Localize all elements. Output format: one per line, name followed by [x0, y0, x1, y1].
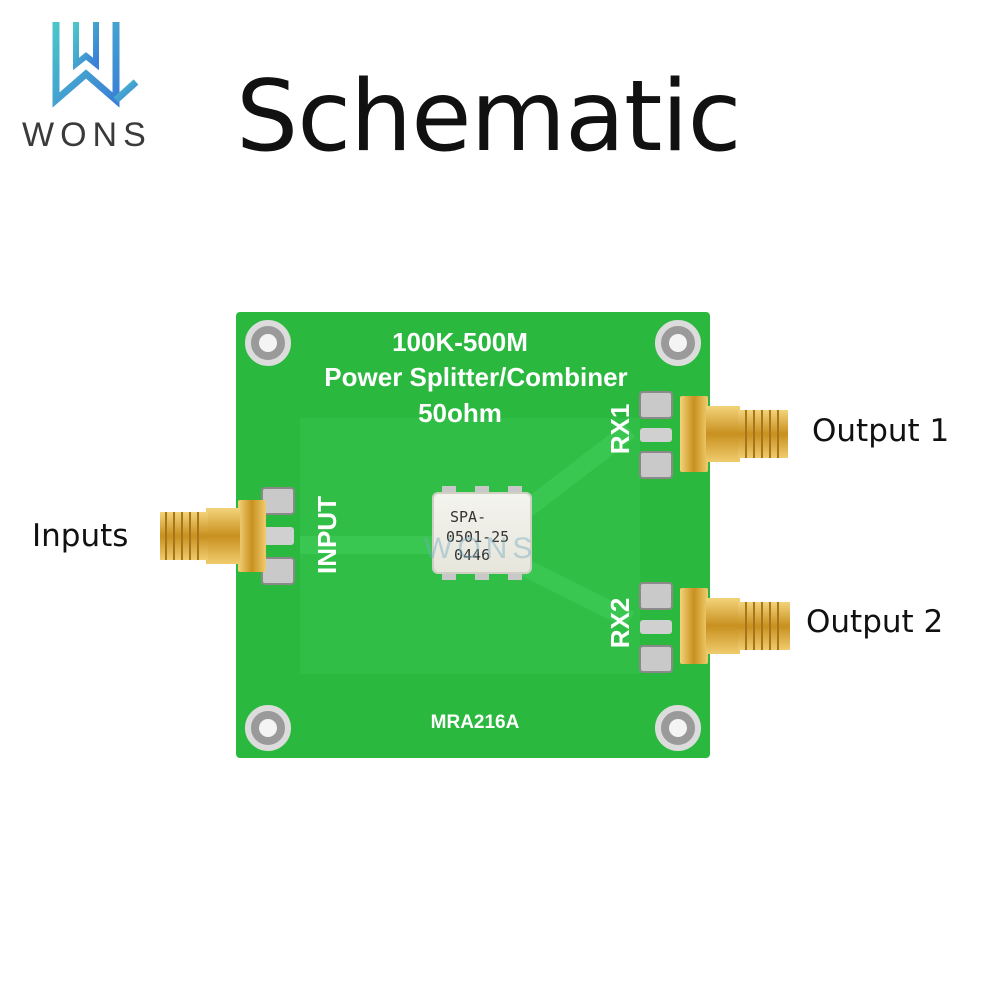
- logo-text: WONS: [22, 116, 152, 154]
- output-2-label: Output 2: [806, 604, 944, 640]
- inputs-label: Inputs: [32, 518, 129, 554]
- output-1-label: Output 1: [812, 413, 950, 449]
- watermark: WONS: [424, 532, 538, 565]
- chip-marking-line-2: 0501-25: [446, 528, 510, 546]
- pcb-rx2-label: RX2: [605, 597, 635, 649]
- chip-marking-line-1: SPA-: [450, 508, 487, 526]
- pcb-frequency-label: 100K-500M: [392, 327, 528, 357]
- splitter-chip: [434, 494, 530, 572]
- page-title: Schematic: [236, 60, 742, 174]
- pcb-impedance-label: 50ohm: [418, 398, 502, 428]
- wons-logo-icon: [52, 22, 140, 108]
- brand-logo: WONS: [18, 12, 188, 154]
- pcb-function-label: Power Splitter/Combiner: [324, 362, 628, 392]
- sma-connector-input: [160, 500, 266, 572]
- pcb-input-label: INPUT: [312, 496, 342, 574]
- sma-connector-output-2: [680, 588, 790, 664]
- sma-connector-output-1: [680, 396, 788, 472]
- solder-pad: [261, 391, 673, 673]
- pcb-model-label: MRA216A: [430, 712, 520, 733]
- chip-marking-line-3: 0446: [454, 546, 491, 564]
- pcb-rx1-label: RX1: [605, 403, 635, 455]
